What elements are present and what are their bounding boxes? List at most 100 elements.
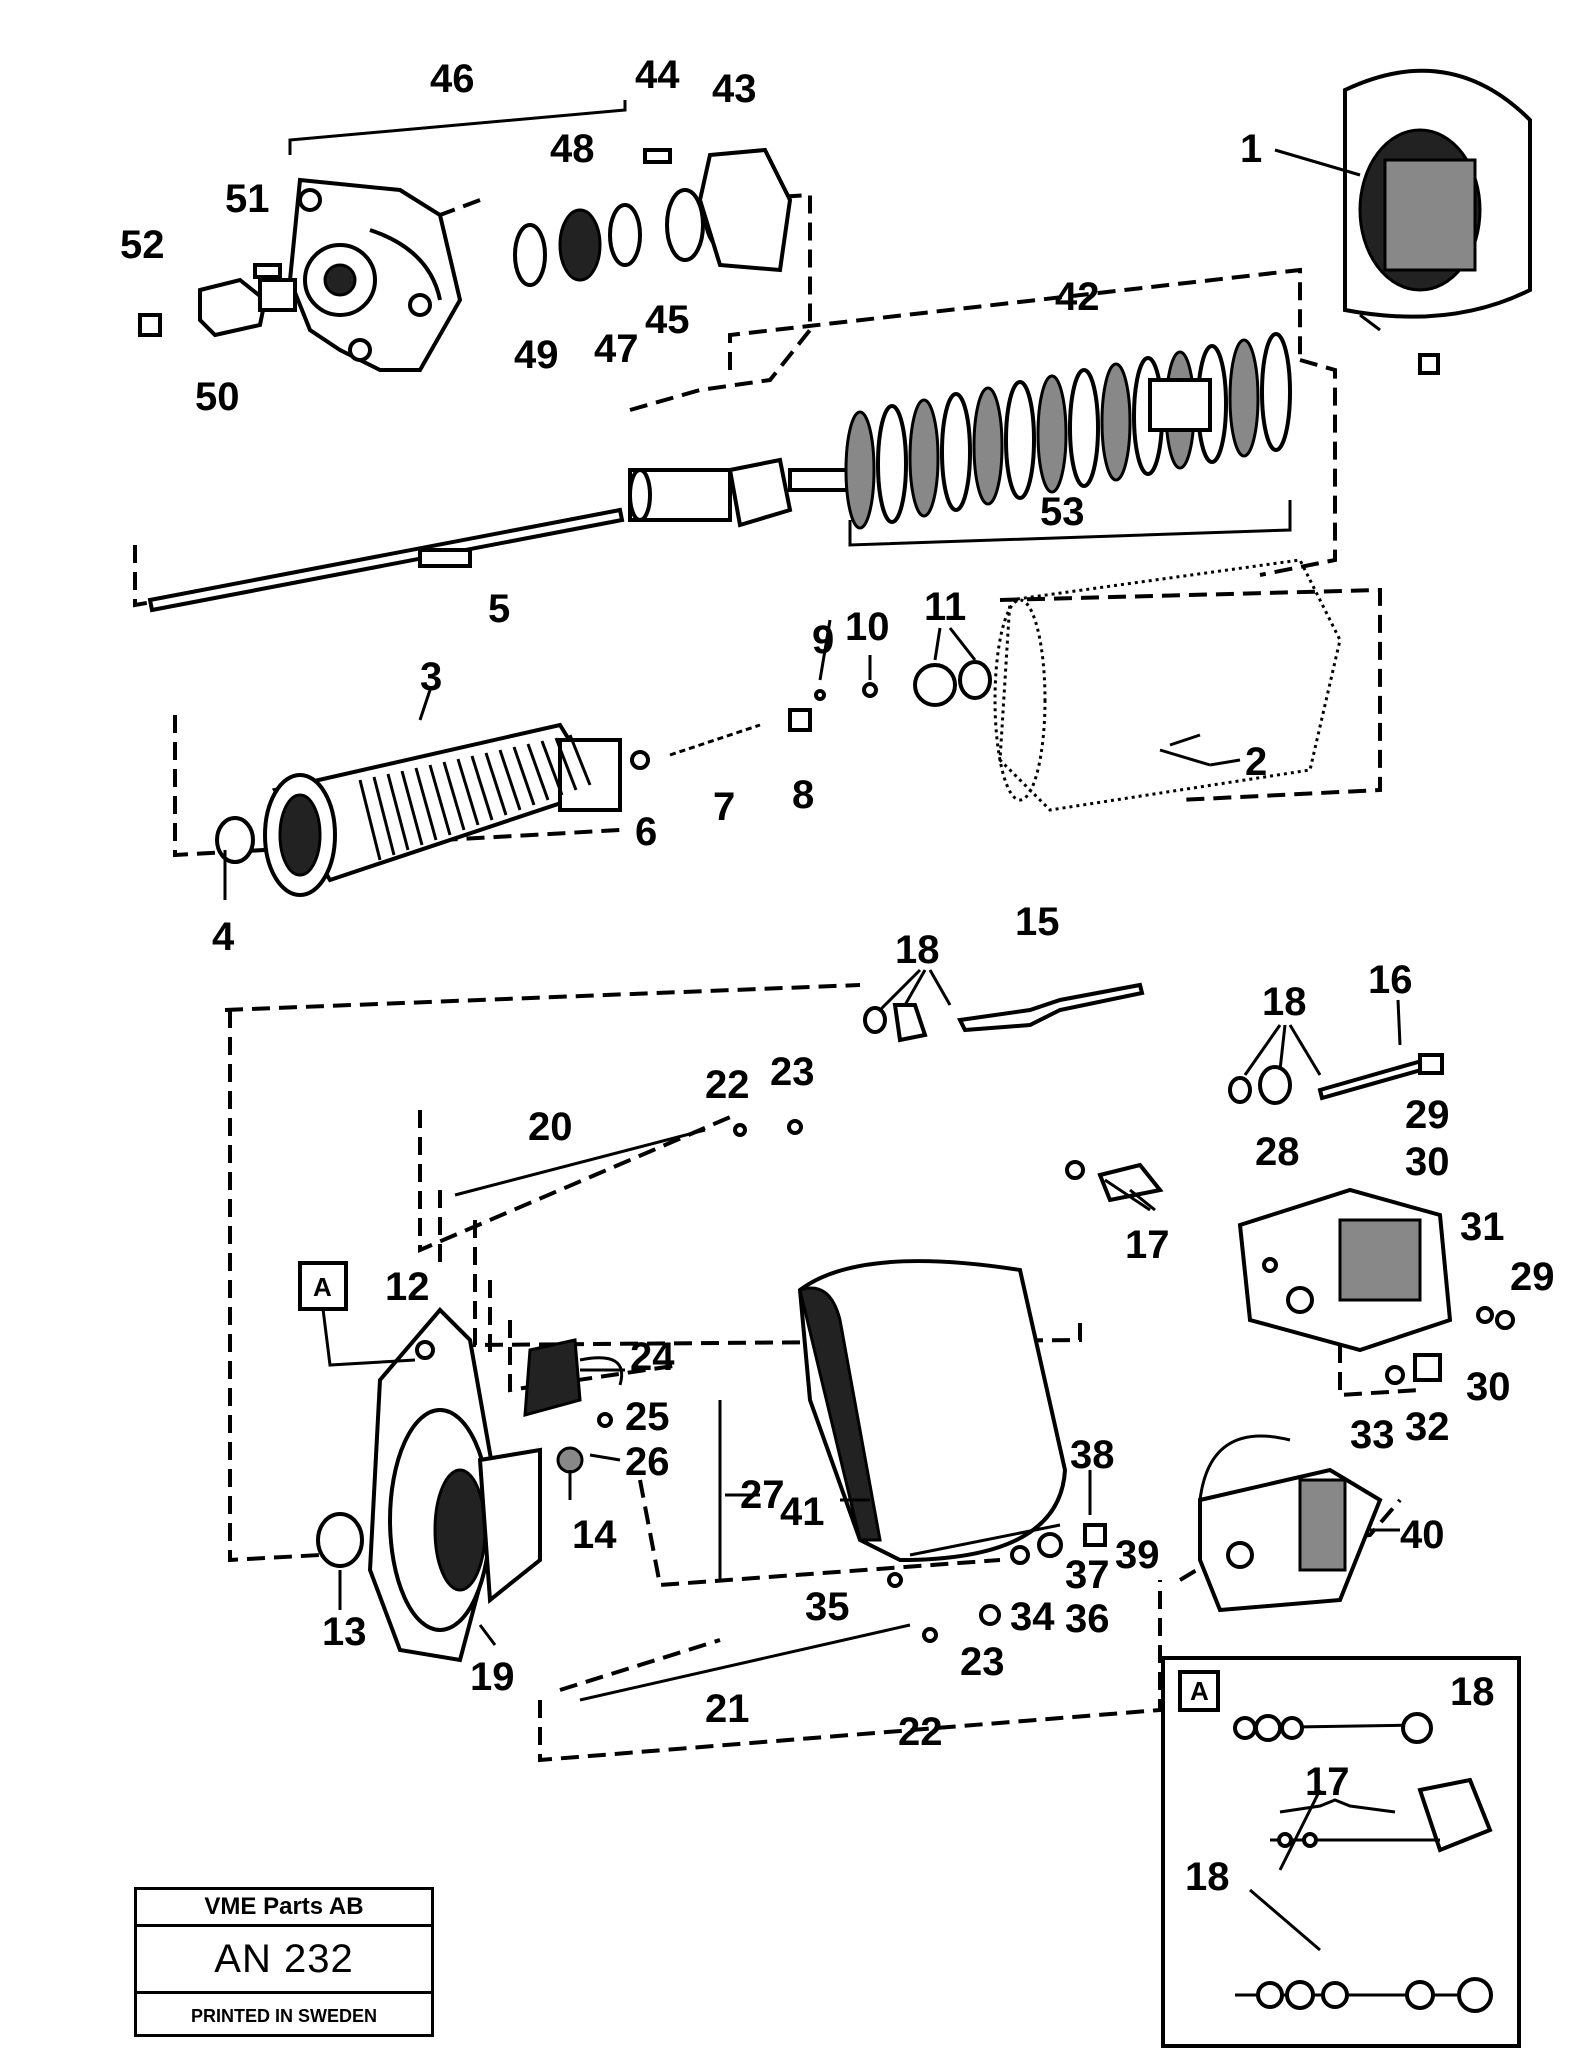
callout-25: 25: [625, 1395, 670, 1439]
callout-14: 14: [572, 1513, 617, 1557]
callout-8: 8: [792, 773, 814, 817]
drawing-number: AN 232: [137, 1927, 431, 1994]
callout-48: 48: [550, 127, 595, 171]
callout-4: 4: [212, 915, 235, 959]
spring-ring: [1004, 380, 1036, 500]
callout-17b: 17: [1305, 1760, 1350, 1804]
callout-29b: 29: [1510, 1255, 1555, 1299]
callout-13: 13: [322, 1610, 367, 1654]
spring-ring: [1068, 368, 1100, 488]
spring-ring: [1100, 362, 1132, 482]
armature-bar: [386, 773, 410, 851]
drive-end-housing: [287, 177, 463, 372]
callout-2: 2: [1245, 740, 1267, 784]
callout-22b: 22: [898, 1710, 943, 1754]
callout-6: 6: [635, 810, 657, 854]
detail-view-a: [1161, 1656, 1521, 2048]
spring-ring: [1260, 332, 1292, 452]
callout-20: 20: [528, 1105, 573, 1149]
printed-note: PRINTED IN SWEDEN: [190, 2005, 377, 2026]
callout-45: 45: [645, 298, 690, 342]
detail-ref-a-main: A: [313, 1272, 332, 1302]
callout-42: 42: [1055, 275, 1100, 319]
armature-bar: [568, 734, 592, 786]
callout-49: 49: [514, 333, 559, 377]
company-name: VME Parts AB: [137, 1890, 431, 1927]
callout-39: 39: [1115, 1533, 1160, 1577]
callout-10: 10: [845, 605, 890, 649]
pinion-assembly: [138, 263, 297, 338]
spring-ring: [844, 410, 876, 530]
armature: [215, 722, 622, 897]
callout-47: 47: [594, 327, 639, 371]
callout-51: 51: [225, 177, 270, 221]
armature-bar: [540, 740, 564, 796]
callout-30b: 30: [1466, 1365, 1511, 1409]
armature-bar: [456, 758, 480, 826]
spring-and-washers: [630, 660, 992, 770]
callout-26: 26: [625, 1440, 670, 1484]
callout-23a: 23: [770, 1050, 815, 1094]
title-block: VME Parts AB AN 232 PRINTED IN SWEDEN: [134, 1887, 434, 2037]
callout-53: 53: [1040, 490, 1085, 534]
yoke: [993, 558, 1342, 812]
callout-22a: 22: [705, 1063, 750, 1107]
callout-43: 43: [712, 67, 757, 111]
armature-bar: [428, 764, 452, 836]
callout-16: 16: [1368, 958, 1413, 1002]
callout-29a: 29: [1405, 1093, 1450, 1137]
callout-21: 21: [705, 1687, 750, 1731]
callout-15: 15: [1015, 900, 1060, 944]
callout-52: 52: [120, 223, 165, 267]
callout-27: 27: [740, 1473, 785, 1517]
field-coil-41: [797, 1259, 1068, 1563]
callout-35: 35: [805, 1585, 850, 1629]
spring-ring: [972, 386, 1004, 506]
spring-ring: [1036, 374, 1068, 494]
callout-50: 50: [195, 375, 240, 419]
relay-40: [1198, 1434, 1383, 1613]
callout-40: 40: [1400, 1513, 1445, 1557]
callout-31: 31: [1460, 1205, 1505, 1249]
rods: [454, 1128, 1061, 1702]
armature-bar: [442, 761, 466, 831]
callout-37: 37: [1065, 1553, 1110, 1597]
callout-28: 28: [1255, 1130, 1300, 1174]
armature-bar: [470, 755, 494, 821]
shaft-5: [147, 507, 625, 613]
field-housing: [1343, 68, 1532, 375]
armature-bar: [400, 770, 424, 846]
callout-46: 46: [430, 57, 475, 101]
detail-ref-a-box: A: [1190, 1676, 1209, 1706]
armature-bar: [498, 749, 522, 811]
commutator-end-bracket: [316, 1307, 584, 1663]
callout-19: 19: [470, 1655, 515, 1699]
callout-17: 17: [1125, 1223, 1170, 1267]
callout-1: 1: [1240, 127, 1262, 171]
bearing-set: [513, 147, 793, 287]
callout-38: 38: [1070, 1433, 1115, 1477]
armature-bar: [358, 779, 382, 861]
armature-bar: [512, 746, 536, 806]
callout-34: 34: [1010, 1595, 1055, 1639]
armature-bar: [414, 767, 438, 841]
callout-12: 12: [385, 1265, 430, 1309]
small-hardware: [733, 982, 1515, 1643]
armature-bar: [526, 743, 550, 801]
armature-bar: [372, 776, 396, 856]
callout-36: 36: [1065, 1597, 1110, 1641]
callout-30a: 30: [1405, 1140, 1450, 1184]
callout-18d: 18: [1185, 1855, 1230, 1899]
drive-shaft: [628, 332, 1292, 530]
callout-11: 11: [924, 585, 966, 629]
leader-lines: [223, 100, 1402, 1646]
callout-24: 24: [630, 1335, 675, 1379]
callout-41: 41: [780, 1490, 825, 1534]
brush-holders: [523, 1338, 722, 1580]
callout-18b: 18: [1262, 980, 1307, 1024]
callout-23b: 23: [960, 1640, 1005, 1684]
armature-bar: [554, 737, 578, 791]
spring-ring: [876, 404, 908, 524]
callout-5: 5: [488, 587, 510, 631]
